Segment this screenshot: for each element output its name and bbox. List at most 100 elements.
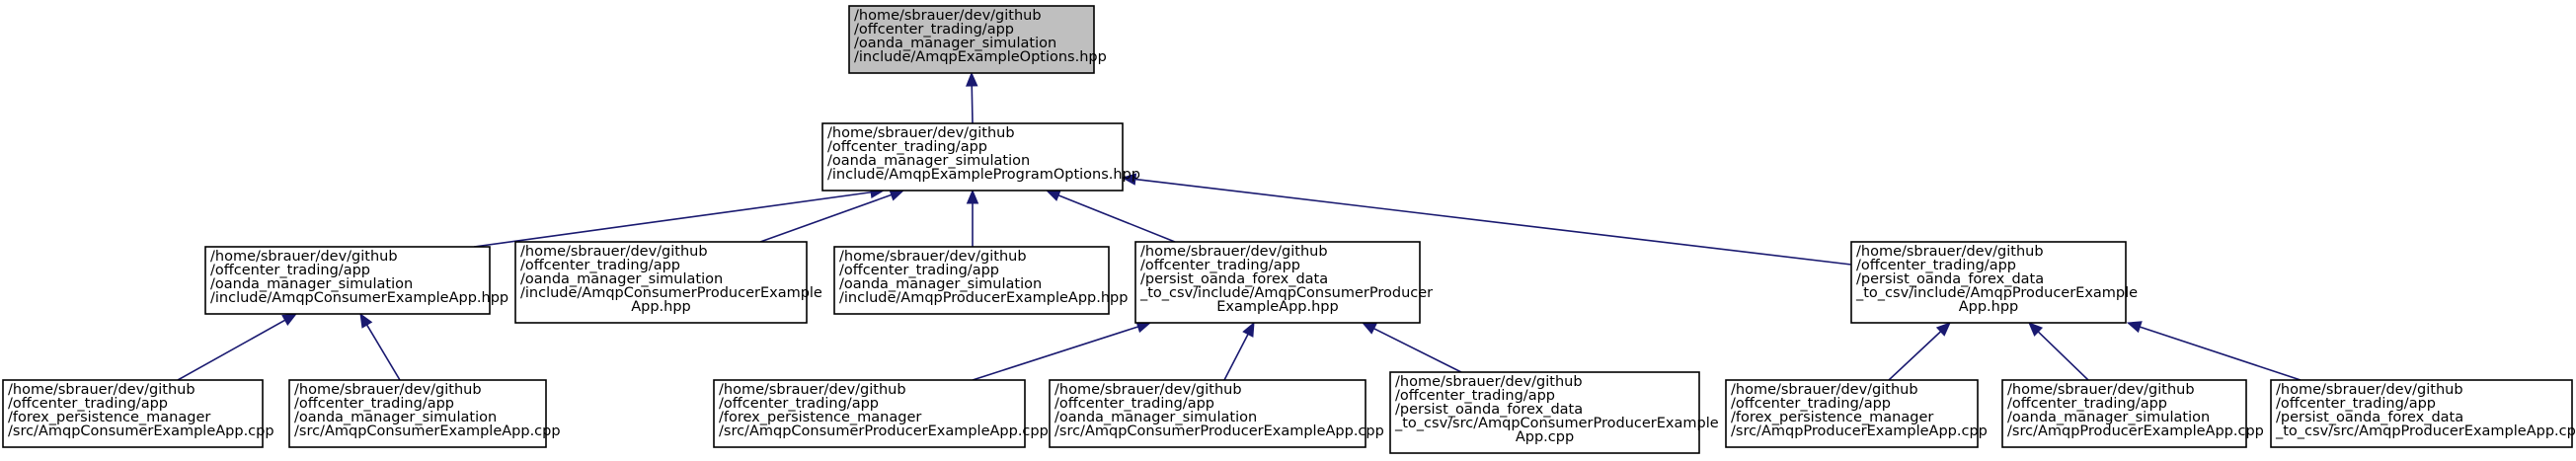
file-path-line: /home/sbrauer/dev/github <box>2007 382 2195 398</box>
file-node[interactable]: /home/sbrauer/dev/github/offcenter_tradi… <box>1850 241 2138 324</box>
file-path-line: /offcenter_trading/app <box>1731 396 1891 412</box>
file-box <box>1389 371 1700 454</box>
arrowhead <box>1361 322 1377 335</box>
file-path-line: /include/AmqpConsumerProducerExample <box>520 285 822 301</box>
file-path-line: _to_csv/src/AmqpProducerExampleApp.cpp <box>2275 423 2576 439</box>
file-node[interactable]: /home/sbrauer/dev/github/offcenter_tradi… <box>2270 379 2576 448</box>
file-box <box>713 379 1026 448</box>
file-path-line: /offcenter_trading/app <box>294 396 454 412</box>
arrowhead <box>1935 322 1951 337</box>
file-node[interactable]: /home/sbrauer/dev/github/offcenter_tradi… <box>821 122 1140 192</box>
file-path-line: /offcenter_trading/app <box>1140 258 1300 273</box>
file-path-line: _to_csv/include/AmqpConsumerProducer <box>1139 285 1433 301</box>
include-edge <box>966 71 978 124</box>
file-path-line: /home/sbrauer/dev/github <box>827 125 1015 141</box>
file-path-line: /persist_oanda_forex_data <box>1395 402 1583 418</box>
arrowhead <box>2028 322 2044 337</box>
file-path-line: /forex_persistence_manager <box>719 410 921 425</box>
file-node[interactable]: /home/sbrauer/dev/github/offcenter_tradi… <box>1134 241 1433 324</box>
file-path-line: /offcenter_trading/app <box>520 258 680 273</box>
edge-line <box>972 326 1138 381</box>
file-path-line: /src/AmqpProducerExampleApp.cpp <box>2007 423 2264 439</box>
edge-line <box>1223 334 1249 381</box>
file-path-line: /home/sbrauer/dev/github <box>1054 382 1242 398</box>
file-path-line: /persist_oanda_forex_data <box>2276 410 2463 425</box>
file-box <box>1850 241 2127 324</box>
edge-line <box>2140 326 2302 381</box>
file-box <box>204 246 491 315</box>
include-edge <box>2028 322 2089 381</box>
edge-line <box>365 324 401 381</box>
file-path-line: /home/sbrauer/dev/github <box>210 249 398 265</box>
file-path-line: /home/sbrauer/dev/github <box>2276 382 2463 398</box>
file-path-line: /offcenter_trading/app <box>1856 258 2016 273</box>
file-path-line: /offcenter_trading/app <box>1054 396 1214 412</box>
file-box <box>2270 379 2573 448</box>
file-node[interactable]: /home/sbrauer/dev/github/offcenter_tradi… <box>2001 379 2264 448</box>
file-node[interactable]: /home/sbrauer/dev/github/offcenter_tradi… <box>288 379 561 448</box>
file-path-line: /oanda_manager_simulation <box>1054 410 1257 425</box>
file-node[interactable]: /home/sbrauer/dev/github/offcenter_tradi… <box>2 379 274 448</box>
file-box <box>821 122 1124 192</box>
file-path-line: /src/AmqpConsumerProducerExampleApp.cpp <box>1054 423 1384 439</box>
file-node[interactable]: /home/sbrauer/dev/github/offcenter_tradi… <box>833 246 1128 315</box>
edge-line <box>1134 178 1852 266</box>
file-box <box>2001 379 2247 448</box>
include-edge <box>2126 321 2302 381</box>
file-node[interactable]: /home/sbrauer/dev/github/offcenter_tradi… <box>514 241 822 324</box>
file-path-line: /src/AmqpConsumerProducerExampleApp.cpp <box>719 423 1049 439</box>
file-path-line: /oanda_manager_simulation <box>854 36 1056 51</box>
edge-line <box>473 191 872 248</box>
edge-line <box>759 193 893 243</box>
arrowhead <box>2126 321 2143 334</box>
file-path-line: _to_csv/include/AmqpProducerExample <box>1855 285 2138 301</box>
arrowhead <box>281 313 298 327</box>
file-path-line: /oanda_manager_simulation <box>827 153 1030 169</box>
include-edge <box>473 186 886 248</box>
file-box <box>514 241 808 324</box>
file-path-line: /oanda_manager_simulation <box>2007 410 2210 425</box>
file-path-line: /offcenter_trading/app <box>839 263 999 278</box>
file-path-line: App.hpp <box>631 299 691 315</box>
file-node[interactable]: /home/sbrauer/dev/github/offcenter_tradi… <box>713 379 1049 448</box>
file-box <box>288 379 547 448</box>
file-node[interactable]: /home/sbrauer/dev/github/offcenter_tradi… <box>1389 371 1719 454</box>
arrowhead <box>966 71 978 87</box>
include-edge <box>1361 322 1462 373</box>
file-path-line: /home/sbrauer/dev/github <box>839 249 1027 265</box>
file-path-line: App.hpp <box>1959 299 2019 315</box>
file-node[interactable]: /home/sbrauer/dev/github/offcenter_tradi… <box>204 246 508 315</box>
file-path-line: /forex_persistence_manager <box>8 410 210 425</box>
arrowhead <box>1045 190 1061 201</box>
edges-layer <box>177 71 2302 381</box>
file-path-line: /offcenter_trading/app <box>8 396 168 412</box>
file-node[interactable]: /home/sbrauer/dev/github/offcenter_tradi… <box>848 5 1107 74</box>
arrowhead <box>966 189 979 204</box>
file-path-line: /include/AmqpExampleProgramOptions.hpp <box>827 167 1140 183</box>
include-edge <box>1045 190 1176 243</box>
file-path-line: /include/AmqpConsumerExampleApp.hpp <box>210 290 508 306</box>
file-path-line: App.cpp <box>1516 429 1574 445</box>
file-node[interactable]: /home/sbrauer/dev/github/offcenter_tradi… <box>1725 379 1988 448</box>
include-edge <box>972 321 1152 381</box>
arrowhead <box>1121 173 1137 186</box>
include-edge <box>1121 173 1852 266</box>
edge-line <box>177 319 286 381</box>
file-path-line: /src/AmqpProducerExampleApp.cpp <box>1731 423 1988 439</box>
file-path-line: /offcenter_trading/app <box>854 22 1014 38</box>
file-path-line: /forex_persistence_manager <box>1731 410 1933 425</box>
include-edge <box>1888 322 1951 381</box>
file-path-line: /offcenter_trading/app <box>2007 396 2167 412</box>
include-edge <box>966 189 979 247</box>
file-path-line: /include/AmqpExampleOptions.hpp <box>854 49 1107 65</box>
edge-line <box>2037 331 2089 381</box>
include-edge <box>1223 321 1255 381</box>
arrowhead <box>1242 321 1255 338</box>
file-path-line: /home/sbrauer/dev/github <box>294 382 482 398</box>
file-node[interactable]: /home/sbrauer/dev/github/offcenter_tradi… <box>1049 379 1384 448</box>
nodes-layer: /home/sbrauer/dev/github/offcenter_tradi… <box>2 5 2576 454</box>
file-path-line: /oanda_manager_simulation <box>520 271 723 287</box>
file-path-line: /oanda_manager_simulation <box>839 276 1042 292</box>
file-path-line: /offcenter_trading/app <box>2276 396 2436 412</box>
